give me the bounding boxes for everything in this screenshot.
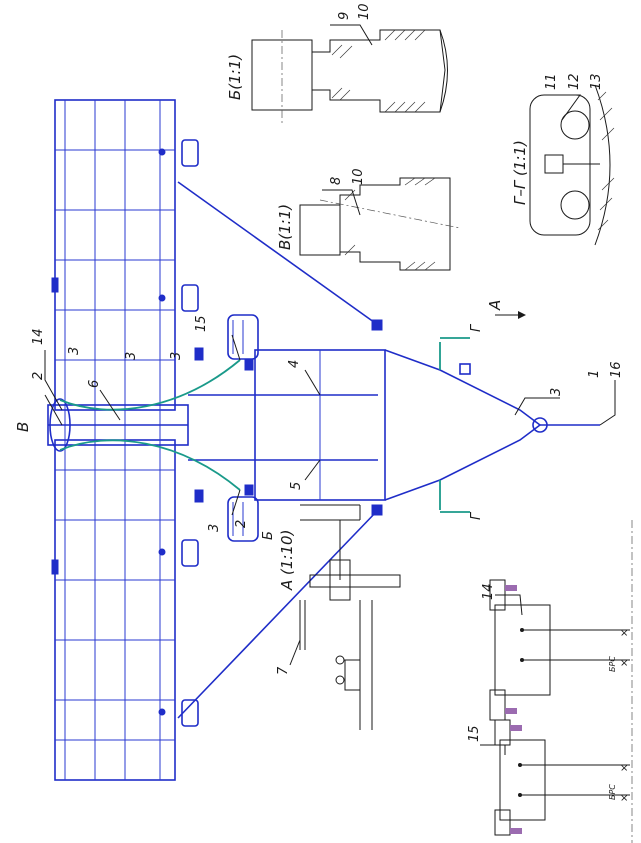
callout-3b: 3 (124, 352, 139, 360)
frame-section-upper (54, 99, 176, 411)
schematic-15: × × (494, 719, 630, 836)
callout-4: 4 (287, 360, 302, 368)
section-g-g (529, 84, 615, 246)
section-markers-g (440, 337, 470, 513)
callout-10b: 10 (351, 168, 366, 185)
svg-text:×: × (620, 793, 628, 804)
view-a (299, 504, 401, 730)
callout-2a: 2 (31, 372, 46, 380)
callout-13: 13 (589, 73, 604, 90)
callout-3e: 3 (549, 388, 564, 396)
label-brs-right: БРС (608, 656, 617, 672)
view-arrow-a (495, 311, 526, 319)
frame-section-lower (54, 439, 176, 781)
label-mark-v: В (14, 422, 32, 432)
callout-3a: 3 (67, 347, 82, 355)
callout-3c: 3 (169, 352, 184, 360)
leader-lines (44, 24, 616, 755)
svg-text:×: × (620, 628, 628, 639)
label-mark-g-right: Г (469, 511, 484, 520)
callout-6: 6 (87, 380, 102, 388)
callout-12: 12 (567, 73, 582, 90)
callout-16: 16 (609, 361, 624, 378)
callout-8: 8 (329, 177, 344, 185)
brace-upper (177, 181, 379, 326)
brace-lower (177, 509, 379, 719)
callout-2b: 2 (234, 520, 249, 528)
callout-9: 9 (337, 12, 352, 20)
gauge-wheel-right (227, 496, 259, 542)
label-mark-a: А (486, 300, 504, 311)
label-brs-left: БРС (608, 784, 617, 800)
hydraulic-hoses (59, 342, 441, 510)
detail-v (299, 177, 461, 271)
svg-text:×: × (620, 658, 628, 669)
callout-1: 1 (587, 370, 602, 378)
callout-14b: 14 (481, 583, 496, 600)
callout-3d: 3 (207, 524, 222, 532)
label-section-g: Г–Г (1:1) (511, 140, 529, 205)
schematic-14: × × (489, 579, 630, 721)
callout-11: 11 (544, 73, 559, 90)
label-section-b: Б(1:1) (226, 54, 244, 100)
text-labels: Б(1:1) В(1:1) Г–Г (1:1) А (1:10) В Б Г Г… (14, 3, 624, 800)
label-view-a: А (1:10) (278, 530, 296, 591)
svg-text:×: × (620, 763, 628, 774)
gauge-wheel-left (227, 314, 259, 360)
detail-b (251, 29, 448, 125)
label-mark-b: Б (261, 531, 276, 540)
callout-15b: 15 (467, 725, 482, 742)
callout-14a: 14 (31, 328, 46, 345)
callout-15a: 15 (194, 315, 209, 332)
frame-wheels (158, 139, 199, 727)
label-section-v: В(1:1) (276, 204, 294, 250)
callout-5: 5 (289, 482, 304, 490)
label-mark-g-left: Г (469, 323, 484, 332)
callout-10a: 10 (357, 3, 372, 20)
callout-7: 7 (276, 666, 291, 675)
